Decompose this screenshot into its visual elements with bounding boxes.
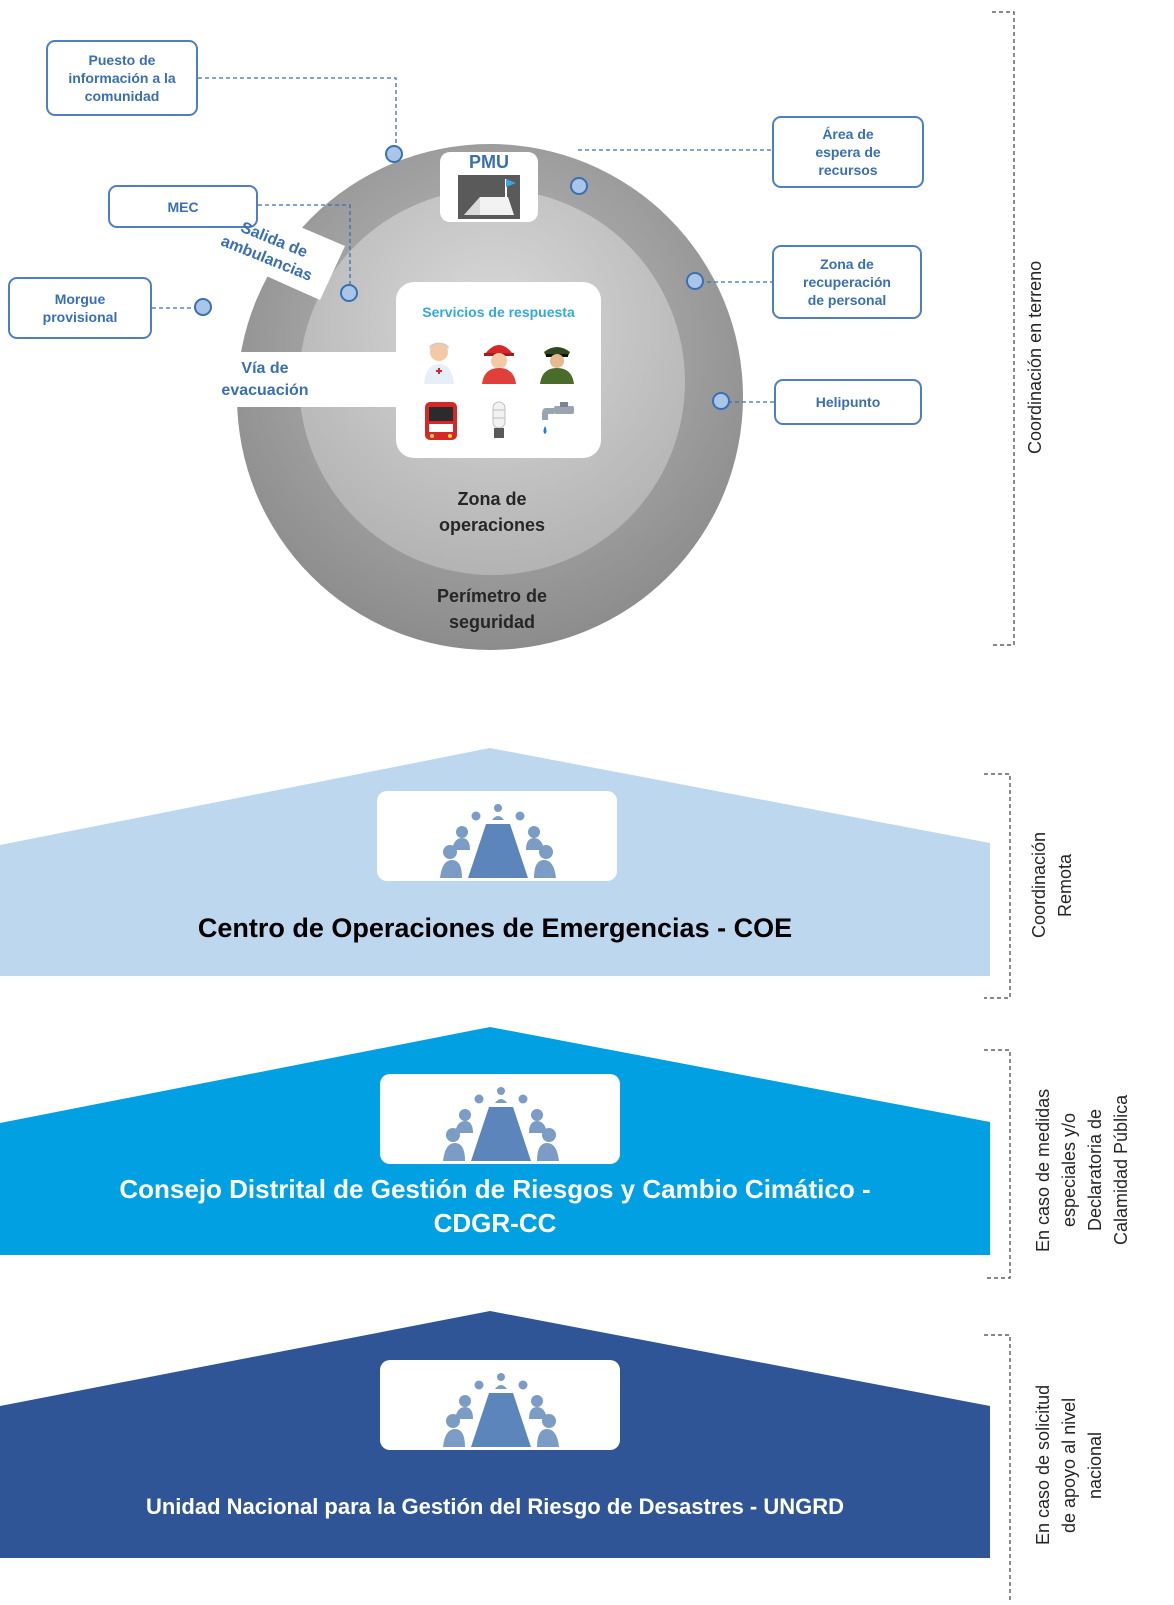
tent-flag-icon bbox=[458, 175, 520, 219]
pmu-title: PMU bbox=[469, 152, 509, 172]
level-ungrd-title: Unidad Nacional para la Gestión del Ries… bbox=[145, 1494, 845, 1519]
label-puesto-informacion: Puesto de información a la comunidad bbox=[46, 40, 198, 116]
connector-lines bbox=[152, 77, 774, 403]
via-banner bbox=[205, 352, 400, 407]
bracket-lines bbox=[984, 11, 1015, 1600]
label-area-espera: Área de espera de recursos bbox=[772, 116, 924, 188]
label-coordinacion-terreno: Coordinación en terreno bbox=[1025, 260, 1045, 455]
meeting-table-icon bbox=[440, 804, 556, 878]
level-cdgr-title: Consejo Distrital de Gestión de Riesgos … bbox=[119, 1174, 871, 1238]
nurse-icon bbox=[424, 342, 454, 384]
label-medidas-especiales: En caso de medidas especiales y/o Declar… bbox=[1033, 1088, 1131, 1252]
connector-dot-zona-recuperacion bbox=[686, 272, 704, 290]
label-morgue: Morgue provisional bbox=[8, 277, 152, 339]
label-zona-recuperacion: Zona de recuperación de personal bbox=[772, 245, 922, 319]
connector-dot-mec bbox=[340, 284, 358, 302]
label-apoyo-nacional: En caso de solicitud de apoyo al nivel n… bbox=[1033, 1384, 1105, 1546]
security-perimeter-label: Perímetro de seguridad bbox=[436, 586, 548, 632]
response-services-title: Servicios de respuesta bbox=[422, 304, 575, 320]
faucet-icon bbox=[542, 402, 574, 434]
salida-banner bbox=[226, 208, 345, 300]
label-coordinacion-remota: Coordinación Remota bbox=[1029, 831, 1075, 939]
level-coe-title: Centro de Operaciones de Emergencias - C… bbox=[197, 913, 793, 943]
connector-dot-puesto bbox=[385, 145, 403, 163]
label-helipunto: Helipunto bbox=[774, 379, 922, 425]
operations-zone-label: Zona de operaciones bbox=[438, 489, 546, 535]
lightbulb-icon bbox=[492, 401, 506, 438]
via-evacuacion-text: Vía de evacuación bbox=[221, 360, 309, 399]
firefighter-icon bbox=[482, 345, 516, 384]
police-icon bbox=[540, 347, 574, 384]
bus-icon bbox=[425, 402, 457, 440]
connector-dot-morgue bbox=[194, 298, 212, 316]
connector-dot-area-espera bbox=[570, 177, 588, 195]
meeting-table-icon bbox=[443, 1373, 559, 1447]
label-mec: MEC bbox=[108, 185, 258, 228]
response-services-card: Servicios de respuesta bbox=[396, 282, 601, 458]
connector-dot-helipunto bbox=[712, 392, 730, 410]
meeting-table-icon bbox=[443, 1087, 559, 1161]
